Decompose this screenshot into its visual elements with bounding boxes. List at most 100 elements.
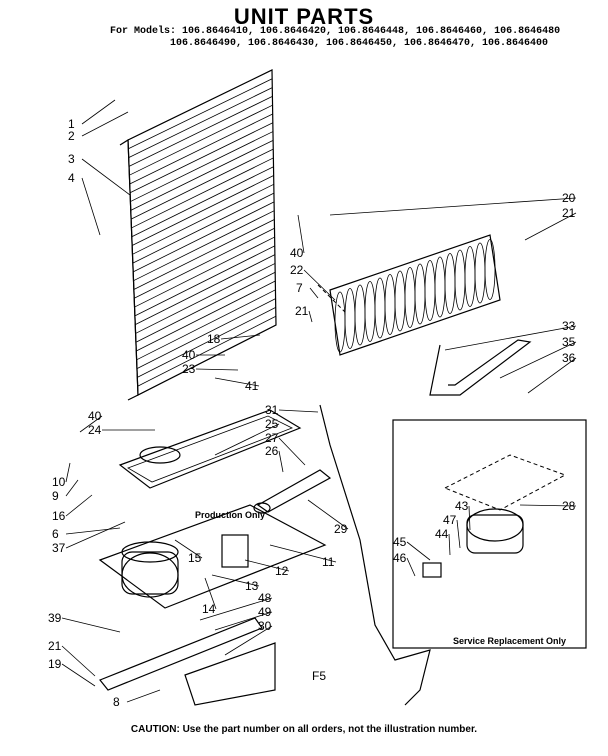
- callout-number: 48: [258, 591, 272, 605]
- service-replacement-box: [392, 419, 587, 649]
- callout-number: 27: [265, 431, 279, 445]
- callout-leader: [199, 597, 273, 621]
- callout-number: 43: [455, 499, 469, 513]
- callout-leader: [214, 377, 260, 387]
- callout-leader: [244, 559, 290, 572]
- callout-number: 30: [258, 619, 272, 633]
- callout-leader: [303, 269, 336, 301]
- callout-leader: [81, 99, 116, 125]
- page-mark: F5: [312, 669, 326, 683]
- callout-number: 4: [68, 171, 75, 185]
- drain-tube: [319, 404, 431, 706]
- callout-leader: [297, 214, 305, 254]
- callout-number: 20: [562, 191, 576, 205]
- callout-number: 6: [52, 527, 59, 541]
- callout-number: 14: [202, 602, 216, 616]
- callout-number: 28: [562, 499, 576, 513]
- callout-leader: [269, 544, 337, 563]
- callout-number: 49: [258, 605, 272, 619]
- service-replacement-label: Service Replacement Only: [453, 636, 566, 646]
- callout-labels: 1234202140227211833353640234131252726402…: [48, 99, 577, 709]
- callout-leader: [81, 111, 129, 137]
- callout-leader: [65, 527, 121, 535]
- callout-leader: [309, 287, 319, 299]
- callout-leader: [61, 663, 96, 687]
- callout-number: 40: [290, 246, 304, 260]
- heater-element: [429, 339, 532, 396]
- callout-leader: [519, 504, 577, 507]
- callout-leader: [81, 158, 131, 196]
- callout-number: 7: [296, 281, 303, 295]
- mounting-rail: [99, 617, 276, 706]
- callout-number: 25: [265, 417, 279, 431]
- callout-leader: [456, 519, 461, 549]
- callout-leader: [527, 357, 577, 394]
- callout-number: 23: [182, 362, 196, 376]
- callout-number: 29: [334, 522, 348, 536]
- callout-leader: [65, 479, 79, 497]
- callout-number: 47: [443, 513, 457, 527]
- callout-leader: [61, 645, 96, 677]
- model-list-line-2: 106.8646490, 106.8646430, 106.8646450, 1…: [170, 38, 549, 49]
- callout-leader: [79, 415, 103, 433]
- callout-leader: [278, 437, 306, 466]
- callout-number: 26: [265, 444, 279, 458]
- callout-number: 40: [182, 348, 196, 362]
- callout-number: 40: [88, 409, 102, 423]
- callout-leader: [524, 212, 577, 241]
- callout-number: 46: [393, 551, 407, 565]
- callout-leader: [278, 409, 319, 413]
- drain-pan: [118, 409, 302, 489]
- callout-number: 24: [88, 423, 102, 437]
- evaporator-coil: [329, 234, 501, 356]
- callout-leader: [81, 177, 101, 236]
- callout-leader: [307, 499, 349, 530]
- callout-number: 13: [245, 579, 259, 593]
- callout-number: 39: [48, 611, 62, 625]
- callout-leader: [220, 334, 261, 340]
- page-title: UNIT PARTS: [233, 4, 375, 29]
- callout-number: 19: [48, 657, 62, 671]
- callout-number: 1: [68, 117, 75, 131]
- callout-leader: [468, 505, 471, 531]
- condenser-coil: [119, 69, 277, 401]
- callout-number: 33: [562, 319, 576, 333]
- callout-number: 44: [435, 527, 449, 541]
- callout-number: 31: [265, 403, 279, 417]
- callout-number: 22: [290, 263, 304, 277]
- callout-leader: [65, 494, 93, 517]
- callout-number: 21: [562, 206, 576, 220]
- callout-leader: [126, 689, 161, 703]
- callout-leader: [448, 533, 451, 556]
- callout-leader: [61, 617, 121, 633]
- callout-leader: [499, 341, 577, 379]
- production-only-label: Production Only: [195, 510, 265, 520]
- callout-leader: [214, 611, 273, 631]
- defrost-heater: [253, 469, 332, 514]
- callout-leader: [174, 539, 203, 559]
- callout-leader: [406, 541, 431, 561]
- model-list-line-1: For Models: 106.8646410, 106.8646420, 10…: [110, 26, 561, 37]
- callout-number: 21: [295, 304, 309, 318]
- callout-number: 21: [48, 639, 62, 653]
- callout-leader: [195, 368, 239, 371]
- callout-leader: [278, 450, 284, 473]
- callout-number: 41: [245, 379, 259, 393]
- callout-number: 2: [68, 129, 75, 143]
- callout-leader: [406, 557, 416, 577]
- callout-number: 15: [188, 551, 202, 565]
- callout-number: 11: [322, 555, 335, 569]
- callout-number: 16: [52, 509, 66, 523]
- callout-number: 18: [207, 332, 221, 346]
- callout-number: 45: [393, 535, 407, 549]
- callout-number: 3: [68, 152, 75, 166]
- callout-leader: [65, 462, 71, 483]
- callout-number: 8: [113, 695, 120, 709]
- compressor-base-plate: [98, 504, 327, 609]
- callout-leader: [214, 423, 280, 456]
- callout-number: 36: [562, 351, 576, 365]
- callout-number: 12: [275, 564, 289, 578]
- callout-leader: [204, 577, 217, 610]
- callout-number: 37: [52, 541, 66, 555]
